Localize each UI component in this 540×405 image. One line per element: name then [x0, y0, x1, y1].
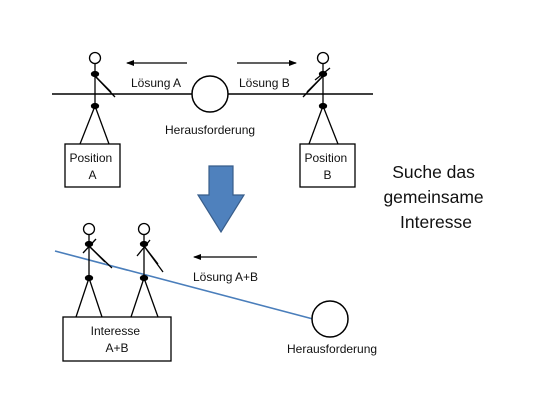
- left-figure-icon: [79, 51, 116, 145]
- position-b-box: [299, 143, 356, 188]
- top-scene: Lösung A Lösung B Herausforderung Positi…: [52, 51, 373, 188]
- position-a-box: [64, 143, 121, 188]
- top-challenge-label: Herausforderung: [165, 123, 255, 137]
- interest-box: [62, 316, 172, 362]
- figure-a-icon: [75, 222, 113, 318]
- interest-text: Interesse A+B: [91, 324, 144, 355]
- position-a-text: Position A: [69, 151, 115, 182]
- right-figure-icon: [302, 51, 339, 145]
- bottom-challenge-label: Herausforderung: [287, 342, 377, 356]
- top-challenge-ball: [191, 75, 229, 113]
- shared-solution-label: Lösung A+B: [193, 270, 258, 284]
- left-solution-label: Lösung A: [131, 76, 181, 90]
- side-text: Suche das gemeinsame Interesse: [383, 162, 488, 232]
- figure-b-icon: [130, 222, 164, 318]
- bottom-scene: Lösung A+B Herausforderung: [54, 222, 377, 362]
- right-solution-label: Lösung B: [239, 76, 290, 90]
- slope-line: [54, 250, 314, 320]
- down-arrow-icon: [196, 165, 246, 234]
- bottom-challenge-ball: [311, 300, 349, 338]
- position-b-text: Position B: [304, 151, 350, 182]
